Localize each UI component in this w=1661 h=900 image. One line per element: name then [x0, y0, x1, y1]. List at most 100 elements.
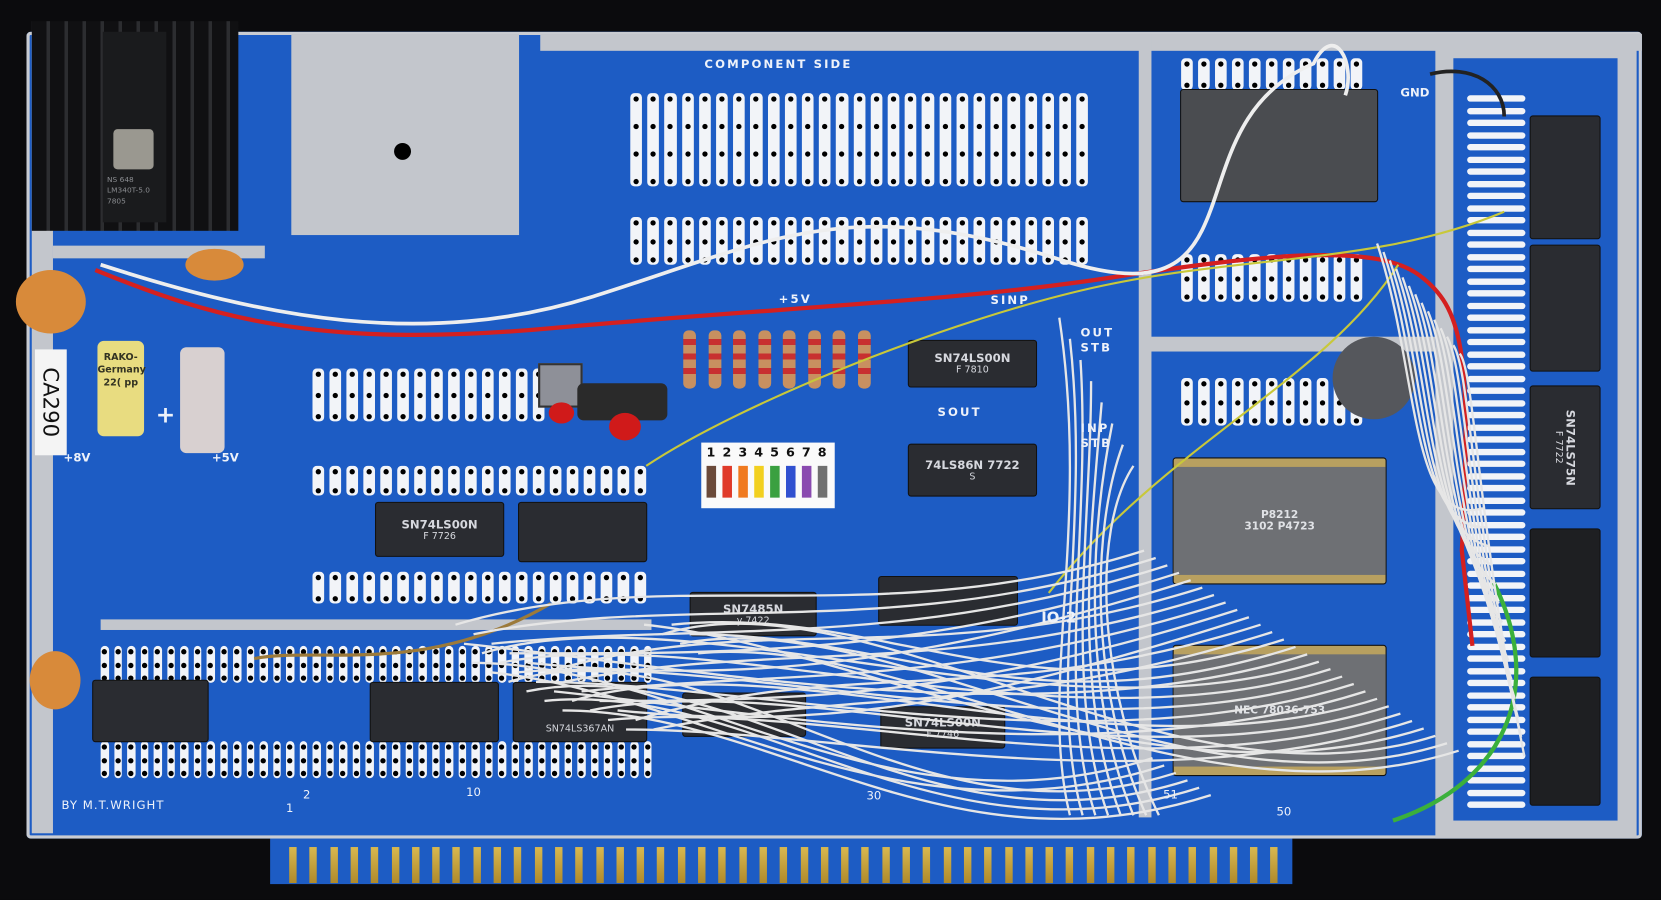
dip-position-label: 7 [801, 444, 811, 460]
dip-switch-key[interactable] [786, 465, 796, 498]
pad-hole [552, 757, 558, 763]
pad-hole [578, 744, 584, 750]
dip-switch-key[interactable] [801, 465, 812, 498]
pad-hole [485, 596, 491, 602]
pad-strip [603, 645, 612, 683]
white-wire [661, 622, 1436, 755]
pad-hole [1011, 220, 1017, 226]
pad-strip [113, 645, 122, 683]
electrolytic-capacitor [180, 347, 225, 454]
pad-hole [349, 413, 355, 420]
pad-hole [667, 151, 674, 157]
sout-label: SOUT [937, 405, 982, 420]
pad-hole [1062, 238, 1068, 245]
pad-hole [366, 392, 372, 399]
pad-hole [605, 675, 611, 681]
pad-hole [1235, 294, 1241, 300]
pad-strip [286, 741, 294, 779]
pad-hole [332, 413, 338, 420]
dip-switch-key[interactable] [738, 465, 748, 498]
pad-hole [753, 257, 759, 263]
pad-hole [578, 757, 584, 763]
pad-hole [1269, 399, 1275, 405]
pad-hole [207, 649, 214, 655]
pad-hole [770, 257, 777, 263]
pad-hole [569, 469, 576, 475]
pad-strip [166, 645, 175, 683]
white-wire [635, 623, 1261, 722]
chip-socket-top [1181, 89, 1378, 202]
pad-hole [1319, 399, 1326, 405]
pad-hole [502, 488, 508, 494]
pad-hole [502, 574, 508, 581]
pad-hole [349, 574, 355, 581]
pad-hole [194, 744, 200, 750]
pad-hole [1079, 123, 1086, 130]
pad-strip [113, 741, 122, 779]
chip-unlabeled [370, 682, 498, 742]
dip-switch-key[interactable] [722, 465, 732, 498]
resistor [733, 330, 746, 389]
pad-hole [1218, 399, 1224, 405]
pad-hole [1235, 399, 1241, 405]
pad-hole [605, 662, 611, 668]
pad-hole [419, 757, 426, 763]
pad-hole [485, 469, 491, 475]
pad-strip [532, 465, 545, 496]
pad-hole [586, 596, 593, 602]
pad-hole [890, 220, 897, 226]
dip-switch-key[interactable] [706, 465, 717, 498]
pad-hole [702, 178, 708, 185]
pad-hole [552, 574, 559, 581]
pad-strip [1316, 377, 1329, 426]
pad-hole [141, 757, 147, 763]
regulator-brand: NS 648 [106, 175, 134, 185]
pad-strip [549, 571, 562, 604]
pad-hole [400, 469, 406, 475]
pad-hole [366, 757, 373, 763]
pad-hole [234, 744, 240, 750]
pad-hole [890, 123, 897, 130]
pad-hole [366, 675, 373, 681]
pad-hole [1302, 61, 1309, 67]
pad-hole [300, 770, 306, 777]
dip-switch-key[interactable] [817, 465, 828, 498]
pad-hole [650, 123, 657, 130]
chip-code: y 7422 [736, 615, 770, 627]
pad-hole [1011, 123, 1017, 130]
pad-strip [286, 645, 294, 683]
pad-hole [154, 649, 161, 655]
polarity-mark: + [155, 402, 178, 429]
pad-strip [325, 741, 334, 779]
dip-switch-key[interactable] [754, 465, 764, 498]
pad-hole [168, 757, 174, 763]
pad-hole [519, 488, 525, 494]
pad-hole [1201, 294, 1207, 300]
pad-strip [511, 741, 520, 779]
pad-hole [315, 392, 321, 399]
pad-hole [300, 662, 306, 668]
pad-strip [617, 465, 630, 496]
pad-strip [643, 741, 652, 779]
edge-number: 2 [302, 787, 313, 802]
pad-strip [219, 645, 228, 683]
pad-hole [1062, 178, 1068, 185]
pad-strip [583, 465, 596, 496]
pad-strip [1024, 93, 1037, 187]
pad-strip [1467, 570, 1526, 577]
pad-strip [1248, 377, 1261, 426]
pad-hole [753, 151, 759, 157]
pad-strip [767, 93, 780, 187]
ground-rail-mid [1138, 33, 1152, 818]
pad-strip [1467, 460, 1526, 467]
white-wire [1105, 465, 1160, 816]
pad-hole [631, 757, 637, 763]
dip-switch-key[interactable] [770, 465, 780, 498]
pad-hole [1302, 257, 1309, 263]
pad-hole [1184, 399, 1190, 405]
gold-finger [861, 847, 870, 884]
pad-hole [719, 257, 725, 263]
pad-hole [194, 675, 200, 681]
pad-hole [400, 392, 406, 399]
